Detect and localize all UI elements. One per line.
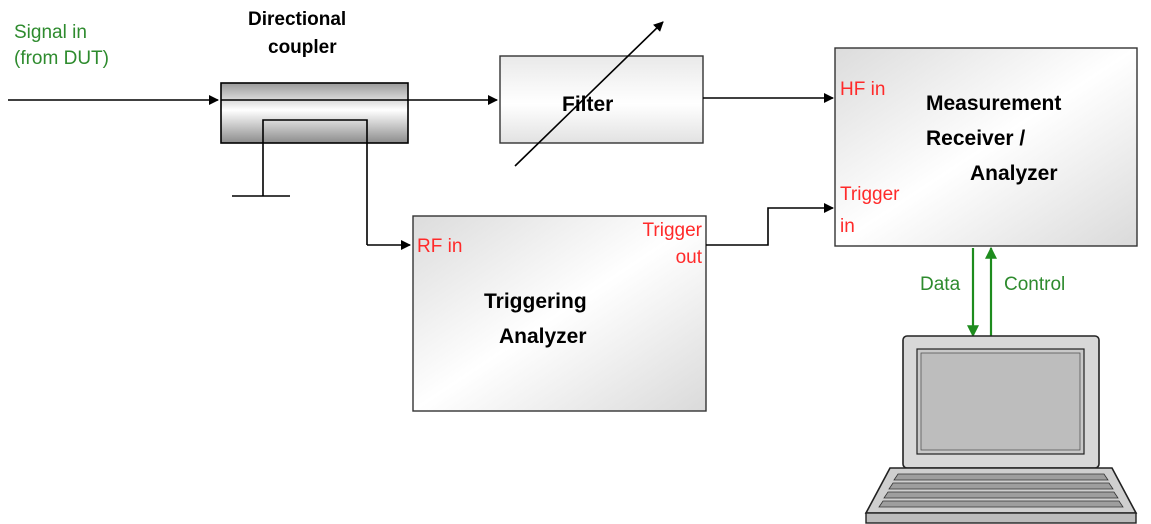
receiver-title-line3: Analyzer — [970, 162, 1058, 185]
signal-in-source-label: (from DUT) — [14, 48, 109, 69]
laptop-icon — [864, 335, 1138, 524]
trigger-out-label-line1: Trigger — [643, 220, 703, 241]
triggering-analyzer-block: RF in Trigger out Triggering Analyzer — [412, 215, 707, 412]
measurement-receiver-block: HF in Measurement Receiver / Analyzer Tr… — [834, 47, 1138, 247]
trigger-in-label-line1: Trigger — [840, 184, 900, 205]
coupler-label-line1: Directional — [248, 9, 346, 30]
trigger-out-label-line2: out — [676, 247, 703, 268]
trigger-in-label-line2: in — [840, 216, 855, 237]
receiver-title-line1: Measurement — [926, 92, 1061, 115]
receiver-title-line2: Receiver / — [926, 127, 1025, 150]
hf-in-label: HF in — [840, 79, 885, 100]
triggering-title-line1: Triggering — [484, 290, 587, 313]
directional-coupler — [220, 82, 409, 245]
filter-label: Filter — [562, 93, 613, 116]
coupler-label-line2: coupler — [268, 37, 337, 58]
control-label: Control — [1004, 274, 1065, 295]
triggering-title-line2: Analyzer — [499, 325, 587, 348]
signal-in-label: Signal in — [14, 22, 87, 43]
filter-block: Filter — [499, 55, 704, 144]
rf-in-label: RF in — [417, 236, 462, 257]
data-label: Data — [920, 274, 961, 295]
trigger-out-to-trigger-in-wire — [706, 203, 834, 246]
tunable-filter-arrow — [514, 21, 664, 167]
